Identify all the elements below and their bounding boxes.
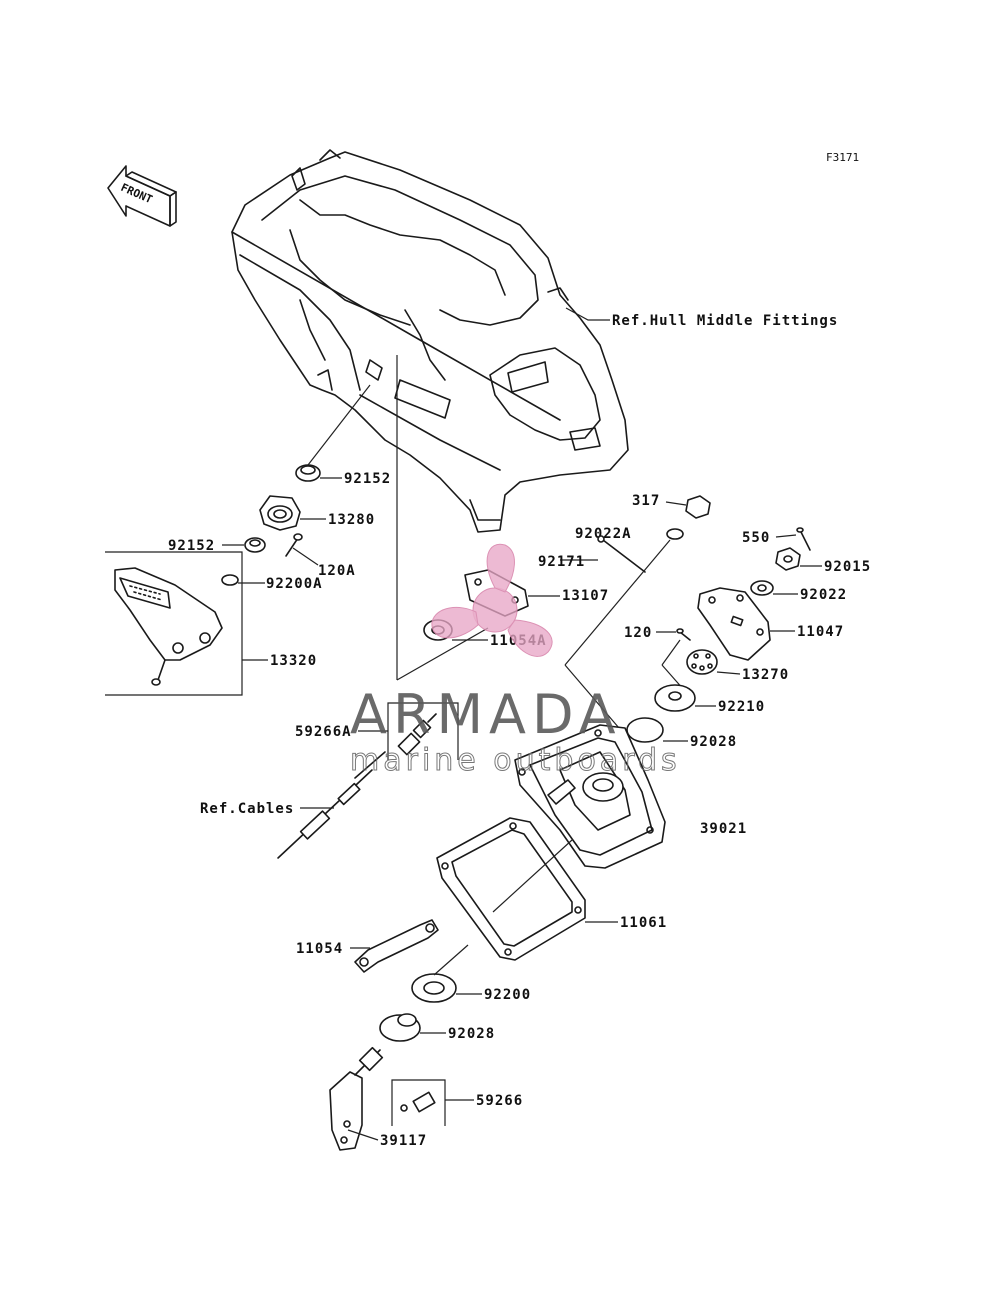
leader-11061-inner xyxy=(492,839,573,913)
bushing-92028-lower xyxy=(379,1013,421,1042)
part-label-317: 317 xyxy=(632,493,660,509)
washer-92210 xyxy=(654,684,696,712)
cover-39021 xyxy=(514,724,666,869)
part-label-92028-upper: 92028 xyxy=(690,734,737,750)
part-label-92210: 92210 xyxy=(718,699,765,715)
propeller-logo-icon xyxy=(431,543,553,657)
part-label-92200a: 92200A xyxy=(266,576,323,592)
bracket-11047 xyxy=(697,587,771,661)
part-label-11054: 11054 xyxy=(296,941,343,957)
part-label-59266: 59266 xyxy=(476,1093,523,1109)
part-label-92022: 92022 xyxy=(800,587,847,603)
leader-92200-up xyxy=(433,944,469,976)
leader-92022a-rod xyxy=(564,539,671,666)
control-cable xyxy=(277,751,386,859)
ref-cables-label: Ref.Cables xyxy=(200,801,294,817)
ref-hull-label: Ref.Hull Middle Fittings xyxy=(612,313,838,329)
washer-92200a xyxy=(221,574,239,586)
watermark-brand: ARMADA xyxy=(350,683,622,746)
grommet-92152-lower xyxy=(244,537,266,553)
screw-120a xyxy=(285,533,303,557)
front-arrow-icon: FRONT xyxy=(107,165,177,227)
part-label-92152-lower: 92152 xyxy=(168,538,215,554)
washer-92022 xyxy=(750,580,774,596)
part-label-11047: 11047 xyxy=(797,624,844,640)
part-label-92152-upper: 92152 xyxy=(344,471,391,487)
bracket-59266 xyxy=(391,1079,446,1126)
hull-ref-leader xyxy=(565,307,610,321)
leader-120-down xyxy=(661,639,681,666)
washer-92200 xyxy=(411,973,457,1003)
cable-leader-diagonal xyxy=(396,627,489,681)
screw-120 xyxy=(676,628,691,641)
washer-92028-upper xyxy=(626,717,664,743)
part-label-92171: 92171 xyxy=(538,554,585,570)
part-label-59266a: 59266A xyxy=(295,724,352,740)
joint-59266 xyxy=(400,1091,436,1113)
part-label-92015: 92015 xyxy=(824,559,871,575)
part-label-13270: 13270 xyxy=(742,667,789,683)
hull-middle-fitting xyxy=(231,149,629,533)
watermark-tagline: marine outboards xyxy=(350,743,681,778)
nut-317 xyxy=(666,495,711,540)
part-label-13320: 13320 xyxy=(270,653,317,669)
bolt-92171 xyxy=(597,535,646,573)
pin-550 xyxy=(796,527,811,551)
part-label-11061: 11061 xyxy=(620,915,667,931)
part-label-39117: 39117 xyxy=(380,1133,427,1149)
leader-550 xyxy=(775,534,797,538)
part-label-92022a: 92022A xyxy=(575,526,632,542)
part-label-13280: 13280 xyxy=(328,512,375,528)
gasket-11061 xyxy=(436,817,586,961)
lever-39117 xyxy=(329,1046,384,1151)
pedal-bracket-13320 xyxy=(114,567,223,686)
leader-120a xyxy=(292,547,319,566)
leader-rod-down xyxy=(564,664,626,736)
arm-11054 xyxy=(354,919,439,973)
nut-92015 xyxy=(775,547,801,571)
part-label-120: 120 xyxy=(624,625,652,641)
part-label-92200: 92200 xyxy=(484,987,531,1003)
housing-13280 xyxy=(259,495,301,531)
figure-code: F3171 xyxy=(826,151,859,164)
part-label-550: 550 xyxy=(742,530,770,546)
part-label-120a: 120A xyxy=(318,563,356,579)
leader-13270 xyxy=(716,671,741,675)
plate-13270 xyxy=(686,649,718,675)
grommet-92152-upper xyxy=(295,464,321,482)
cable-joint-59266a xyxy=(397,713,437,756)
armada-watermark: ARMADA marine outboards xyxy=(350,543,681,779)
bracket-frame-13320 xyxy=(105,551,243,696)
leader-92152-a-up xyxy=(307,384,371,466)
leader-39117 xyxy=(347,1129,379,1141)
part-label-39021: 39021 xyxy=(700,821,747,837)
part-label-13107: 13107 xyxy=(562,588,609,604)
leader-317 xyxy=(665,501,687,506)
part-label-92028-lower: 92028 xyxy=(448,1026,495,1042)
